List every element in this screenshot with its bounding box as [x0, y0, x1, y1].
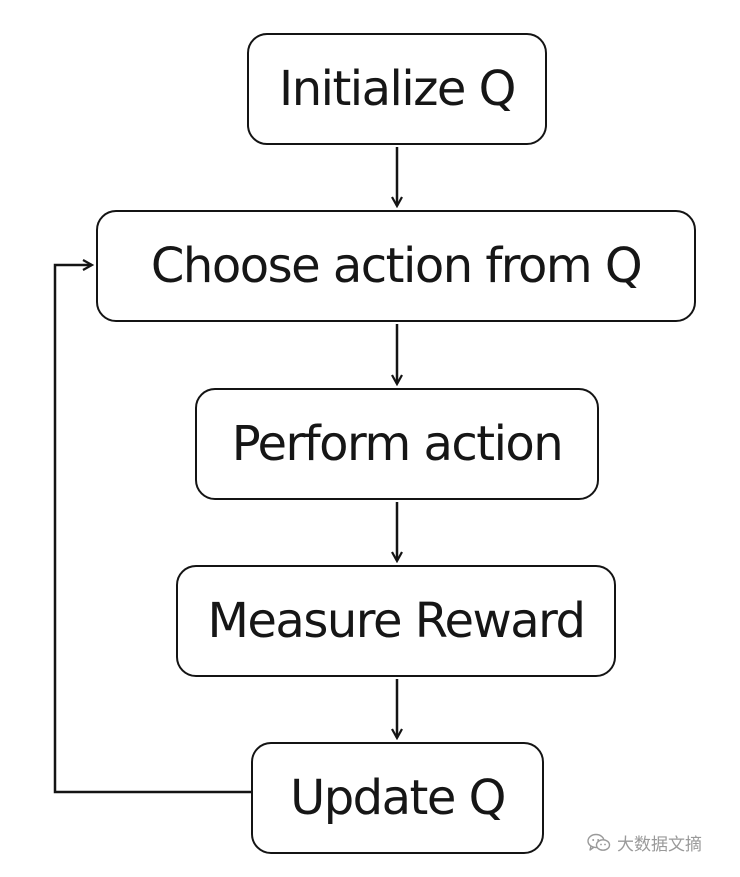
- initialize-q-label: Initialize Q: [279, 61, 516, 117]
- perform-action-box: Perform action: [195, 388, 599, 500]
- wechat-icon: [587, 833, 611, 851]
- choose-action-label: Choose action from Q: [150, 238, 643, 294]
- update-q-label: Update Q: [290, 770, 506, 826]
- update-q-box: Update Q: [251, 742, 544, 854]
- measure-reward-label: Measure Reward: [207, 593, 586, 649]
- perform-action-label: Perform action: [231, 416, 564, 472]
- choose-action-box: Choose action from Q: [96, 210, 696, 322]
- initialize-q-box: Initialize Q: [247, 33, 547, 145]
- watermark: 大数据文摘: [587, 830, 702, 855]
- measure-reward-box: Measure Reward: [176, 565, 616, 677]
- loop-arrow-update-to-choose: [53, 265, 251, 794]
- watermark-text: 大数据文摘: [617, 835, 702, 855]
